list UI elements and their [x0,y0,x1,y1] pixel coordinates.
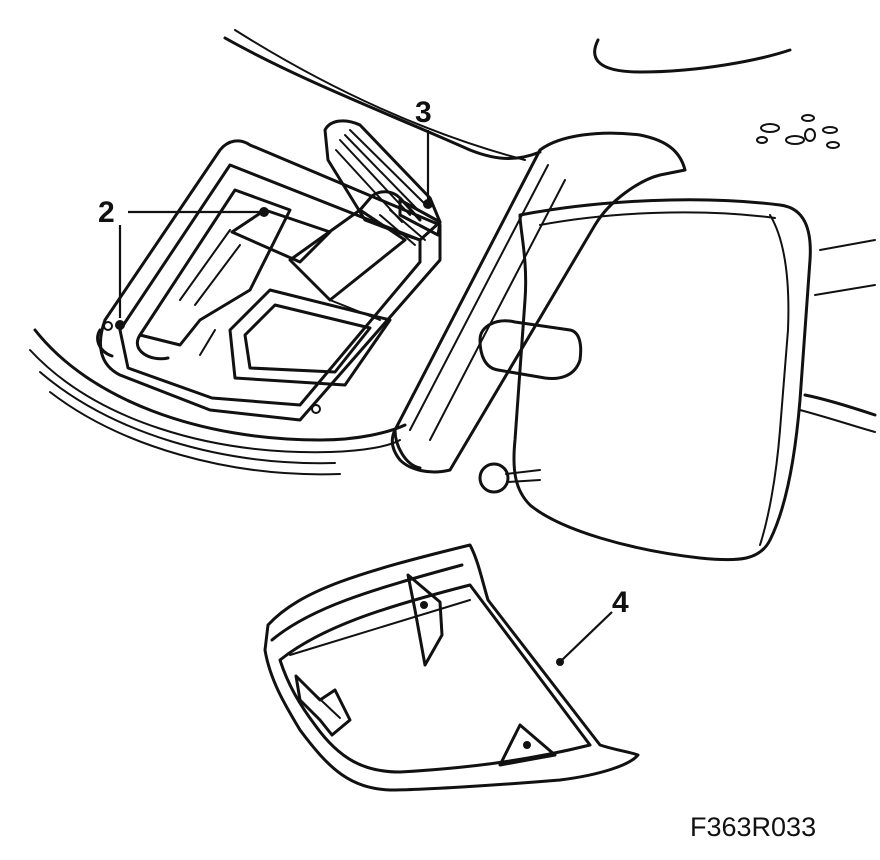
mirror-mount-base [96,139,442,422]
leader-lines [115,130,613,666]
callout-4: 4 [612,586,629,619]
callout-3: 3 [415,96,432,129]
callout-2-left: 2 [98,196,115,229]
mirror-cover [263,543,640,792]
mirror-assembly [390,131,812,562]
clip-symbols [756,114,840,149]
headliner-outline [29,29,877,476]
wiring-harness [323,119,442,246]
figure-code: F363R033 [690,812,816,842]
